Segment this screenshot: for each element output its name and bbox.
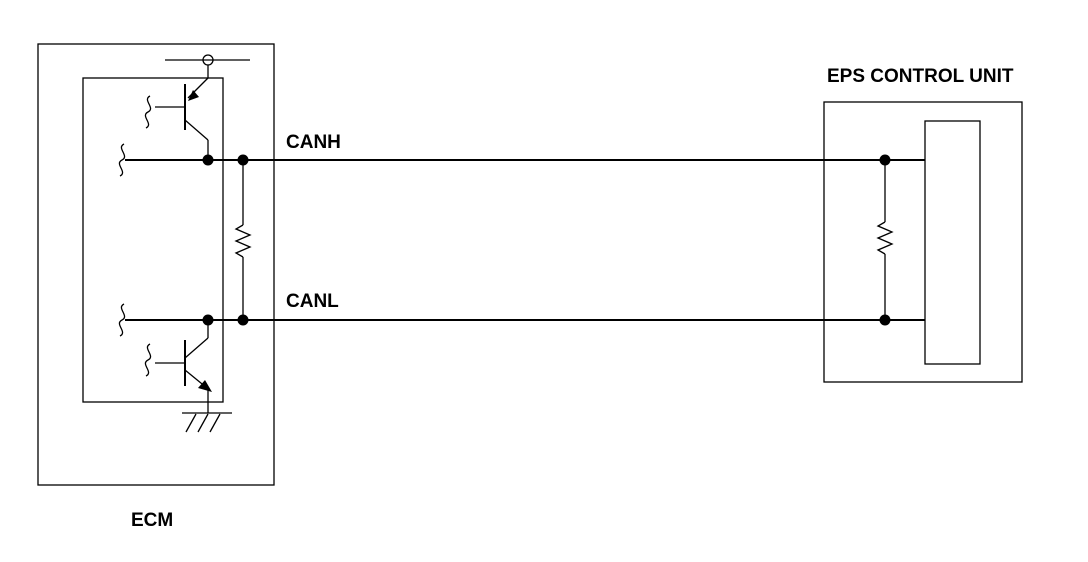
ecm-canl-node-1 (202, 314, 214, 326)
ecm-canh-node-1 (202, 154, 214, 166)
eps-termination-resistor (876, 160, 894, 320)
eps-module-box (924, 120, 981, 365)
ecm-termination-resistor (234, 160, 252, 320)
lower-transistor (144, 320, 212, 413)
eps-canh-node (879, 154, 891, 166)
eps-box (823, 101, 1023, 383)
canh-internal-break (118, 143, 126, 177)
ecm-transceiver-box (82, 77, 224, 403)
canh-label: CANH (286, 132, 341, 153)
supply-terminal (165, 54, 250, 78)
eps-control-unit-label: EPS CONTROL UNIT (827, 66, 1014, 87)
canl-internal-break (118, 303, 126, 337)
ecm-label: ECM (131, 510, 173, 531)
ecm-box (37, 43, 275, 486)
ecm-canh-node-2 (237, 154, 249, 166)
canl-label: CANL (286, 291, 339, 312)
upper-transistor (144, 77, 209, 160)
ground-icon (182, 412, 232, 433)
eps-canl-node (879, 314, 891, 326)
ecm-canl-node-2 (237, 314, 249, 326)
